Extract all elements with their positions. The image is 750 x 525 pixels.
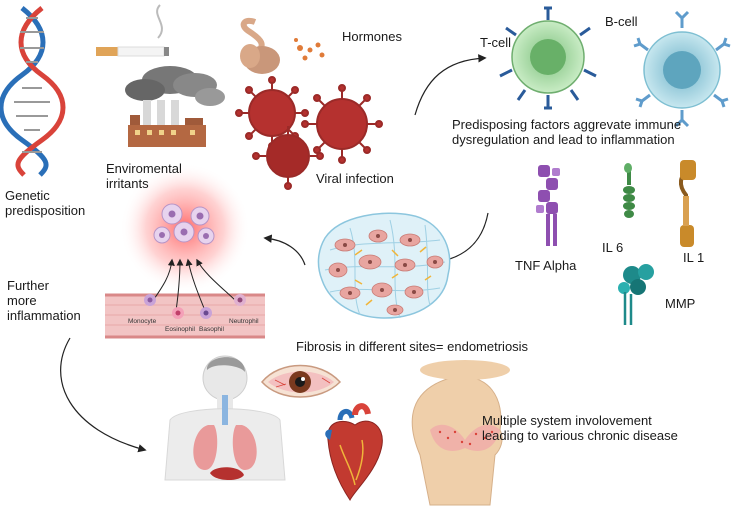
hormones-label: Hormones	[342, 29, 402, 44]
fibrosis-tissue-icon	[317, 212, 451, 319]
arrow-to-inflammation	[263, 234, 306, 266]
cigarette-icon	[96, 4, 169, 57]
viral-infection-label: Viral infection	[316, 171, 394, 186]
factory-icon	[125, 66, 225, 147]
eosinophil-label: Eosinophil	[165, 326, 195, 333]
red-eye-icon	[261, 364, 342, 398]
il6-label: IL 6	[602, 240, 624, 255]
neutrophil-label: Neutrophil	[229, 318, 259, 325]
basophil-label: Basophil	[199, 326, 224, 333]
tnf-alpha-icon	[536, 165, 560, 246]
arrow-to-immune	[414, 54, 487, 116]
environmental-irritants-label: Enviromental irritants	[106, 161, 182, 191]
heart-icon	[325, 403, 383, 501]
blood-vessel-icon	[105, 258, 265, 339]
b-cell-icon	[633, 10, 731, 128]
mmp-label: MMP	[665, 296, 696, 311]
further-inflammation-label: Further more inflammation	[7, 278, 81, 323]
b-cell-label: B-cell	[605, 14, 638, 29]
body-organs-icon	[164, 355, 286, 481]
gland-icon	[240, 17, 325, 74]
inflammation-glow	[120, 163, 250, 293]
il1-icon	[679, 160, 696, 247]
virus-icon	[235, 76, 383, 190]
t-cell-icon	[499, 6, 597, 110]
t-cell-label: T-cell	[480, 35, 512, 50]
genetic-predisposition-label: Genetic predisposition	[5, 188, 86, 218]
fibrosis-label: Fibrosis in different sites= endometrios…	[296, 339, 529, 354]
head-rash-icon	[411, 360, 510, 506]
tnf-alpha-label: TNF Alpha	[515, 258, 577, 273]
multiple-system-label: Multiple system involovement leading to …	[482, 413, 678, 443]
predisposing-factors-label: Predisposing factors aggrevate immune dy…	[452, 117, 682, 147]
il6-icon	[623, 163, 635, 218]
il1-label: IL 1	[683, 250, 705, 265]
monocyte-label: Monocyte	[128, 318, 157, 325]
mmp-icon	[618, 264, 654, 325]
arrow-to-body	[60, 337, 147, 453]
dna-helix-icon	[0, 6, 66, 177]
